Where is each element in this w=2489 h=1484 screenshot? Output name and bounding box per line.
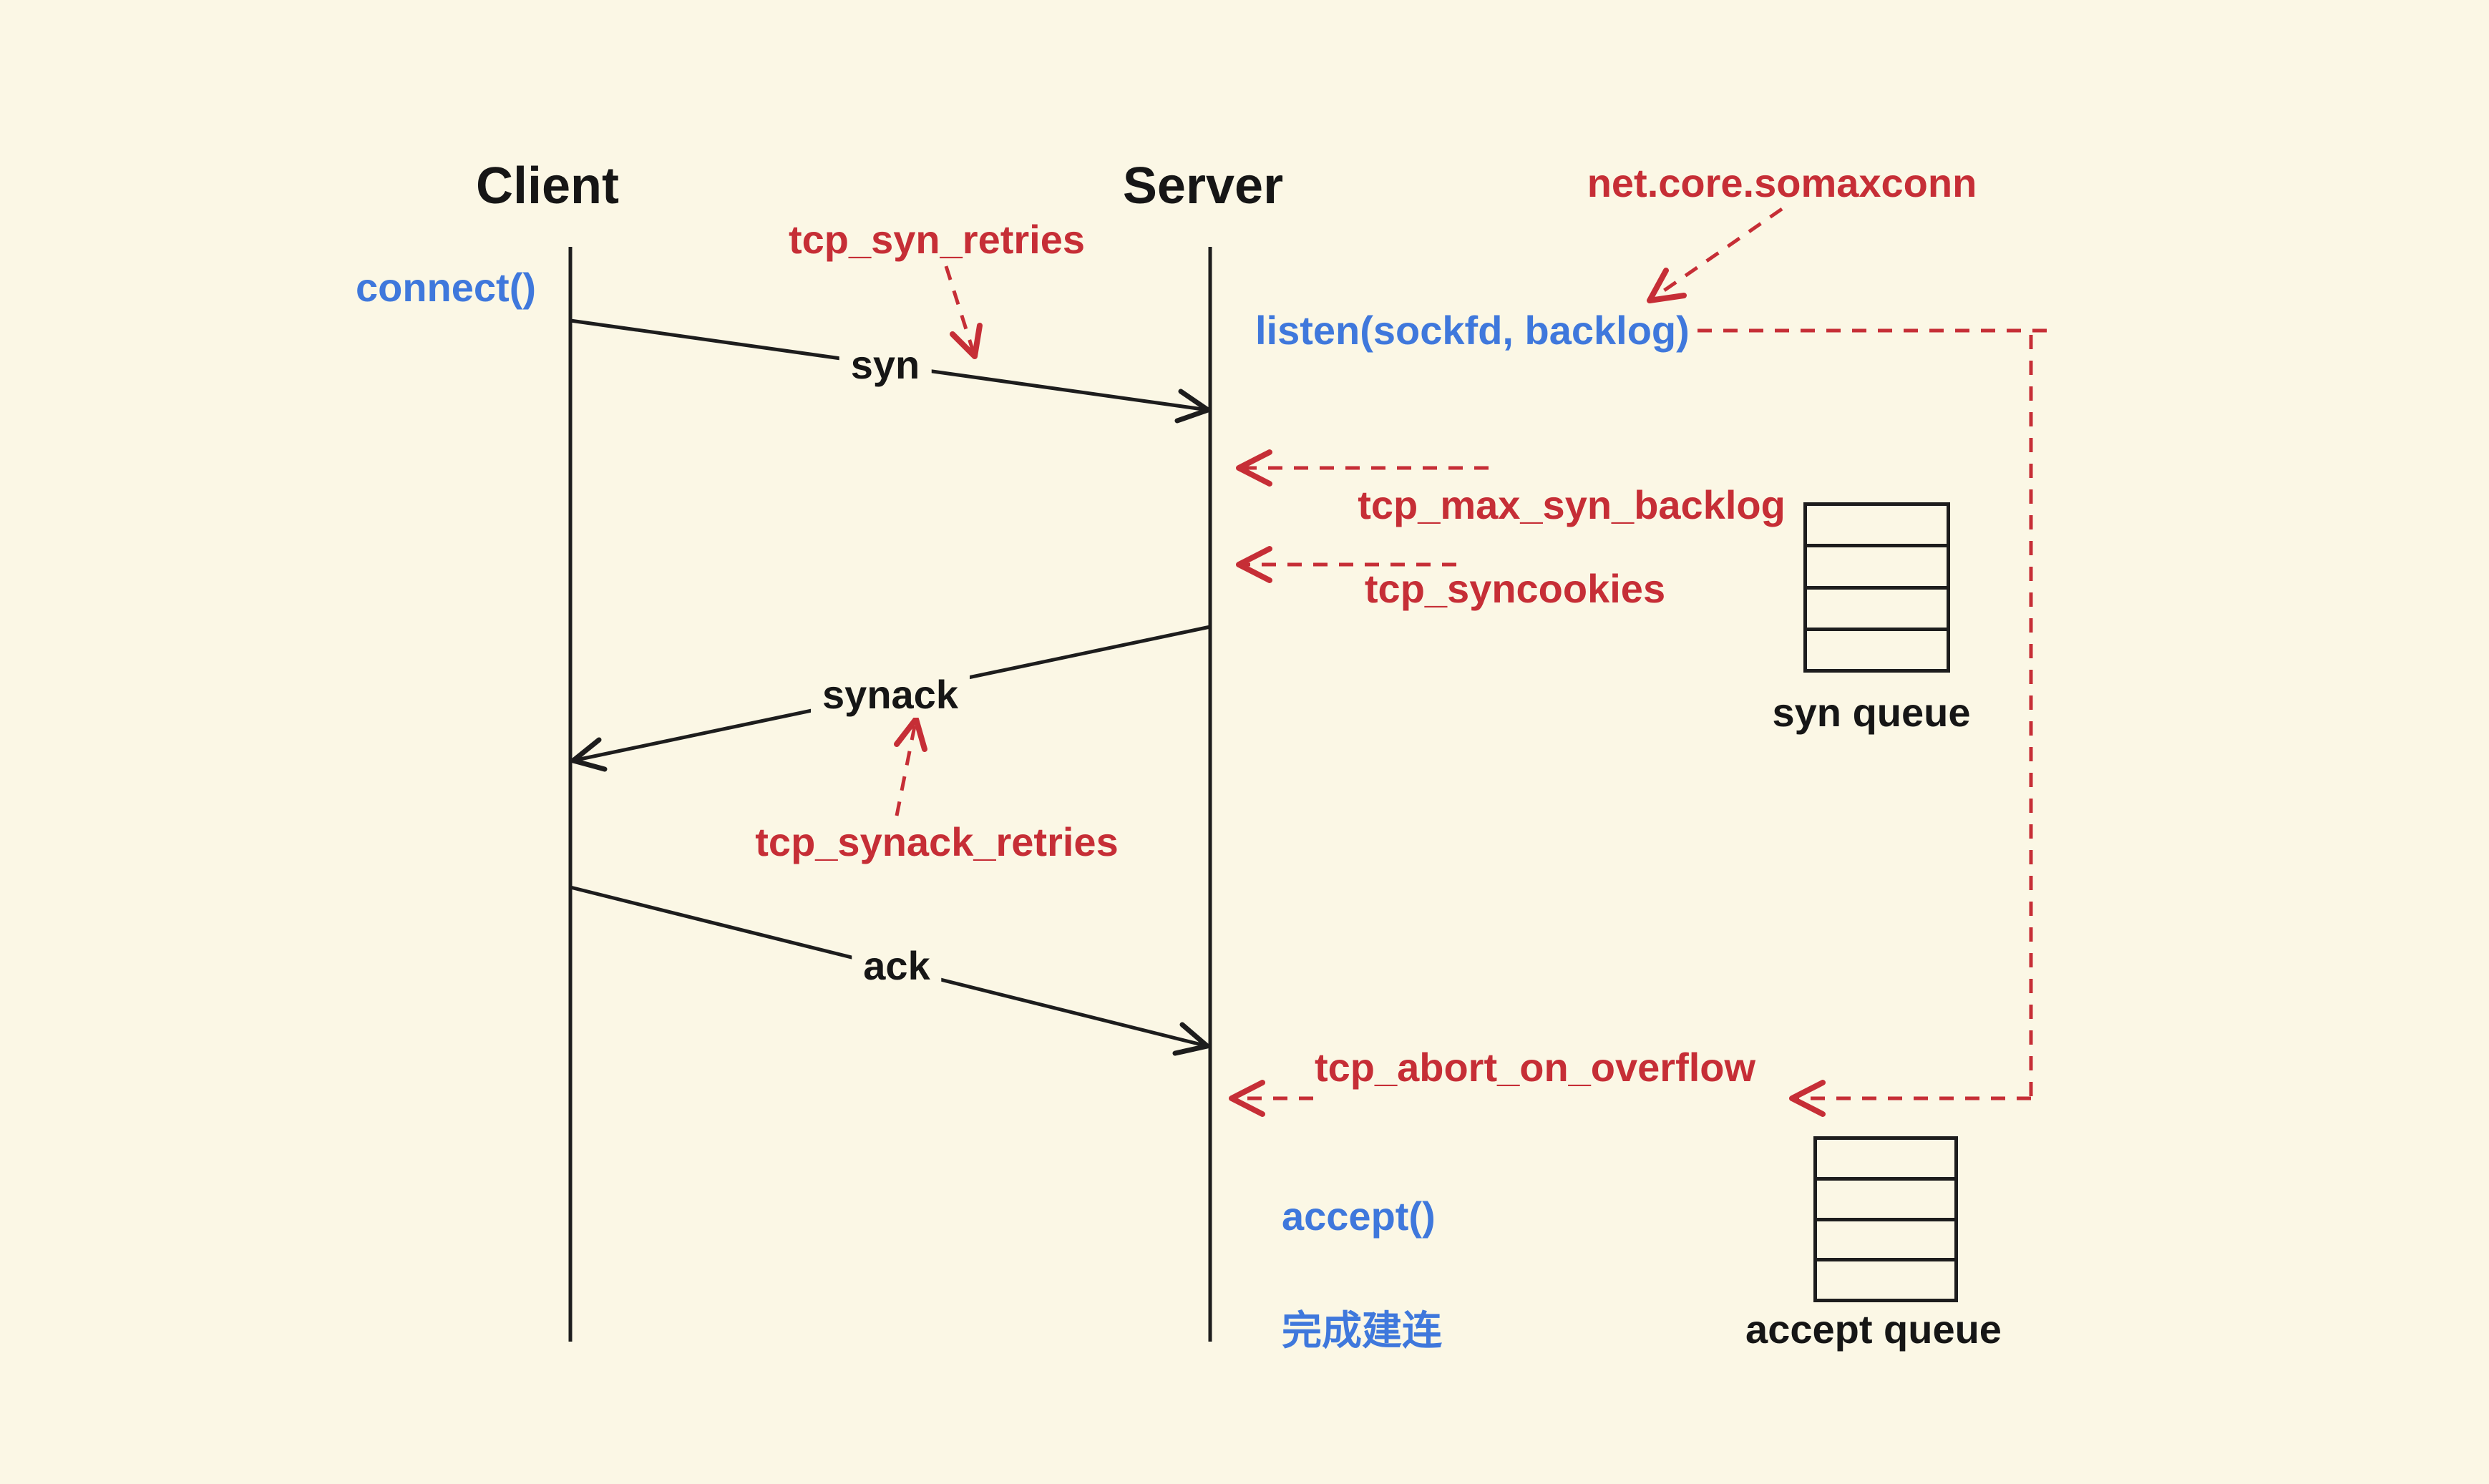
accept-call-label: accept() <box>1282 1193 1436 1239</box>
syn-queue-box <box>1803 502 1950 673</box>
syncookies-arrowhead-icon <box>1236 546 1272 583</box>
param-syncookies-label: tcp_syncookies <box>1364 566 1666 611</box>
accept-queue-label: accept queue <box>1745 1307 2002 1352</box>
server-title: Server <box>1122 157 1284 215</box>
queue-slot <box>1817 1217 1954 1259</box>
queue-slot <box>1817 1258 1954 1299</box>
listen-call-label: listen(sockfd, backlog) <box>1255 308 1690 353</box>
syn-arrowhead-icon <box>1174 389 1211 424</box>
syn-retries-pointer-arrow <box>944 265 983 359</box>
client-title: Client <box>475 157 620 215</box>
queue-slot <box>1807 627 1947 669</box>
synack-retries-pointer-arrow <box>894 716 927 816</box>
somaxconn-pointer-arrow <box>1647 207 1783 303</box>
queue-slot <box>1807 585 1947 628</box>
ack-arrowhead-icon <box>1172 1022 1210 1056</box>
backlog-route-arrowhead-icon <box>1789 1080 1826 1117</box>
backlog-routing-path <box>1698 328 2054 1117</box>
accept-queue-box <box>1813 1136 1958 1302</box>
syn-queue-label: syn queue <box>1772 690 1971 735</box>
param-synack-retries-label: tcp_synack_retries <box>755 819 1119 864</box>
syncookies-arrow <box>1236 546 1456 583</box>
param-syn-retries-label: tcp_syn_retries <box>788 217 1086 262</box>
syn-message-label: syn <box>839 342 932 388</box>
queue-slot <box>1817 1176 1954 1218</box>
synack-retries-arrowhead-icon <box>894 716 927 752</box>
connection-established-label: 完成建连 <box>1282 1308 1442 1353</box>
abort-arrowhead-icon <box>1229 1080 1265 1117</box>
ack-message-label: ack <box>852 943 942 989</box>
somaxconn-arrowhead-icon <box>1647 268 1687 303</box>
queue-slot <box>1817 1140 1954 1177</box>
param-somaxconn-label: net.core.somaxconn <box>1587 160 1977 205</box>
max-syn-backlog-arrowhead-icon <box>1236 449 1272 487</box>
connect-call-label: connect() <box>356 265 536 310</box>
synack-message-label: synack <box>811 672 970 718</box>
abort-on-overflow-arrow <box>1229 1080 1313 1117</box>
param-max-syn-backlog-label: tcp_max_syn_backlog <box>1358 482 1786 527</box>
synack-arrowhead-icon <box>570 737 608 772</box>
param-abort-on-overflow-label: tcp_abort_on_overflow <box>1314 1045 1756 1090</box>
syn-retries-arrowhead-icon <box>950 323 983 359</box>
max-syn-backlog-arrow <box>1236 449 1489 487</box>
queue-slot <box>1807 544 1947 585</box>
queue-slot <box>1807 506 1947 544</box>
